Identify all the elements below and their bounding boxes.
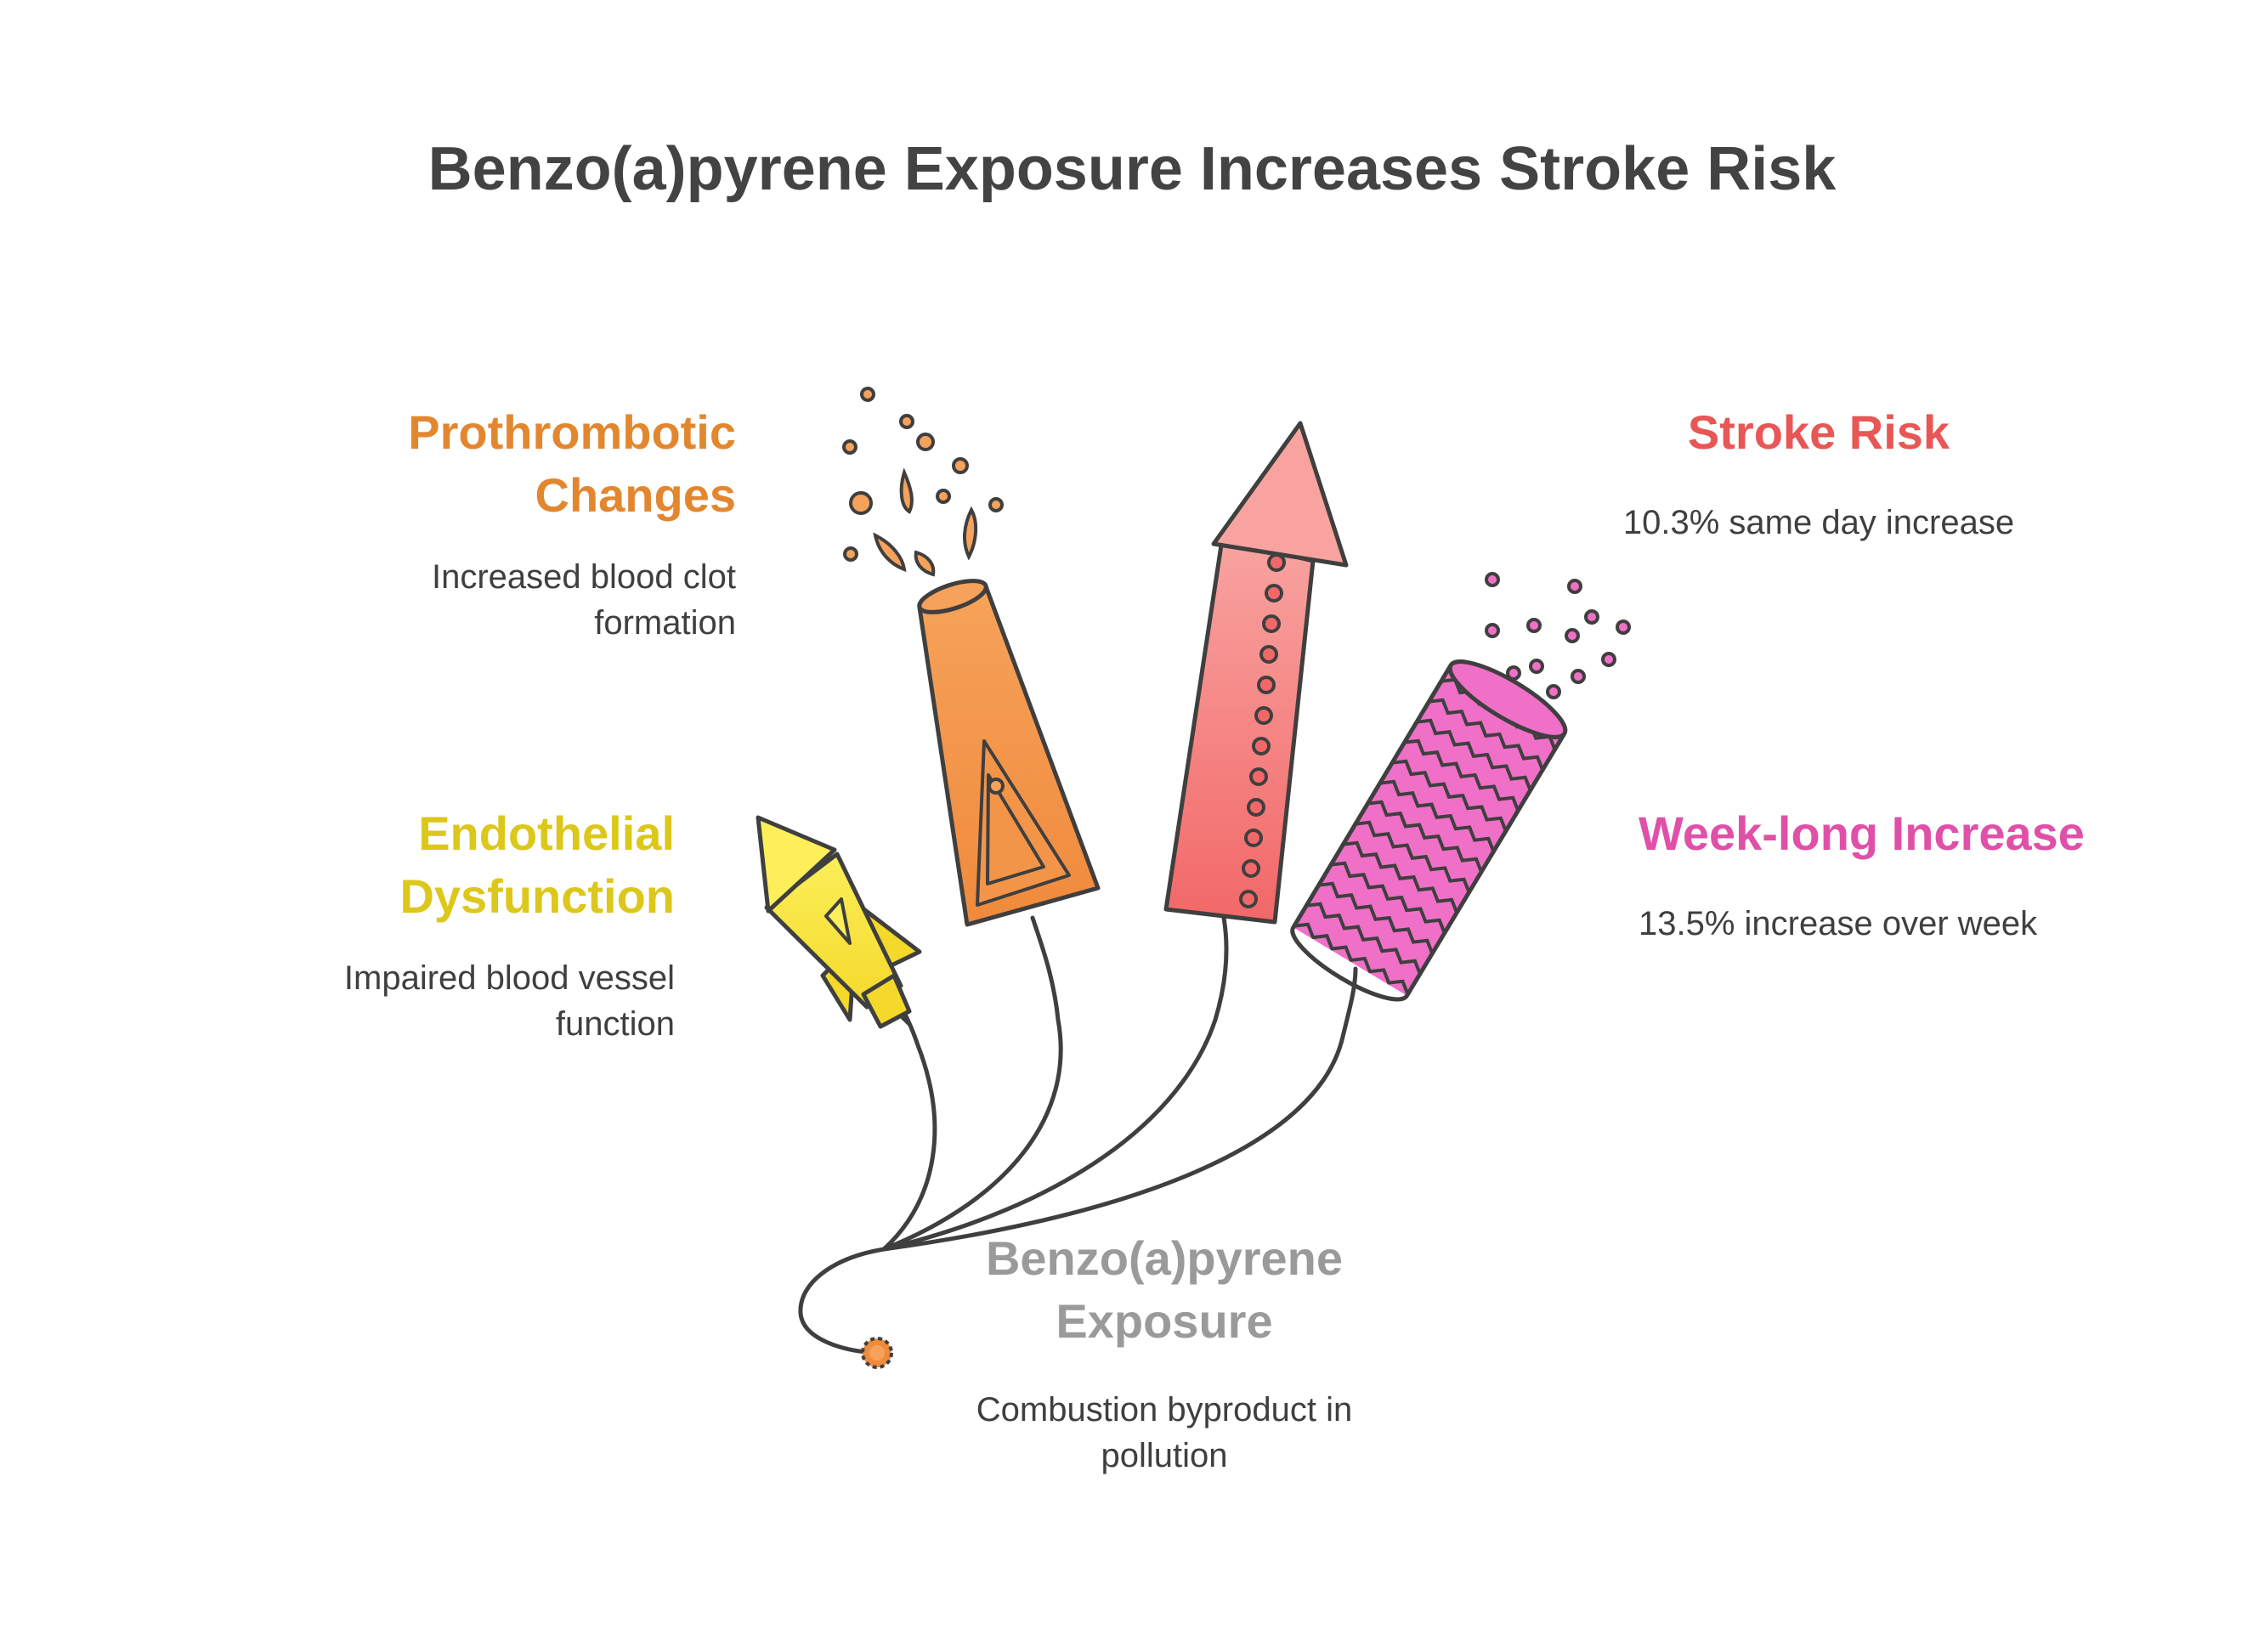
prothrombotic-sparks: [842, 387, 1004, 577]
exposure-description: Combustion byproduct in pollution: [901, 1387, 1428, 1479]
exposure-heading-line2: Exposure: [1056, 1294, 1273, 1348]
weeklong-description: 13.5% increase over week: [1639, 901, 2037, 947]
fuse-line-weeklong: [881, 966, 1358, 1252]
fuse-line-endothelial: [881, 996, 937, 1252]
weeklong-firework-icon: [1290, 659, 1568, 1002]
fuse-tail: [798, 1247, 886, 1355]
endothelial-desc-line2: function: [555, 1005, 675, 1043]
endothelial-heading: Endothelial Dysfunction: [399, 802, 675, 928]
prothrombotic-heading-line2: Changes: [535, 468, 737, 522]
endothelial-firework-icon: [756, 815, 922, 1029]
endothelial-desc-line1: Impaired blood vessel: [343, 959, 675, 997]
stroke-desc-line1: 10.3% same day increase: [1622, 504, 2015, 541]
page-title: Benzo(a)pyrene Exposure Increases Stroke…: [427, 135, 1837, 203]
weeklong-heading-line1: Week-long Increase: [1639, 806, 2085, 860]
stroke-heading: Stroke Risk: [1589, 401, 2048, 464]
weeklong-sparks: [1485, 572, 1631, 699]
stroke-description: 10.3% same day increase: [1564, 500, 2074, 546]
prothrombotic-description: Increased blood clot formation: [432, 554, 736, 646]
exposure-desc-line2: pollution: [1101, 1437, 1228, 1474]
prothrombotic-desc-line2: formation: [594, 604, 736, 642]
endothelial-heading-line1: Endothelial: [418, 806, 675, 860]
stroke-firework-icon: [1163, 421, 1349, 925]
fuse-line-prothrombotic: [881, 915, 1063, 1252]
prothrombotic-desc-line1: Increased blood clot: [431, 558, 736, 596]
fuse-line-stroke: [881, 915, 1229, 1252]
fuse-spark-icon: [861, 1337, 893, 1369]
weeklong-heading: Week-long Increase: [1639, 802, 2085, 865]
weeklong-desc-line1: 13.5% increase over week: [1639, 905, 2038, 942]
prothrombotic-heading-line1: Prothrombotic: [408, 405, 736, 459]
endothelial-description: Impaired blood vessel function: [344, 955, 675, 1047]
exposure-heading: Benzo(a)pyrene Exposure: [926, 1227, 1402, 1353]
prothrombotic-heading: Prothrombotic Changes: [408, 401, 736, 527]
exposure-desc-line1: Combustion byproduct in: [976, 1391, 1353, 1429]
endothelial-heading-line2: Dysfunction: [399, 869, 675, 923]
exposure-heading-line1: Benzo(a)pyrene: [985, 1231, 1344, 1285]
prothrombotic-firework-icon: [917, 579, 1101, 927]
stroke-heading-line1: Stroke Risk: [1687, 405, 1950, 459]
